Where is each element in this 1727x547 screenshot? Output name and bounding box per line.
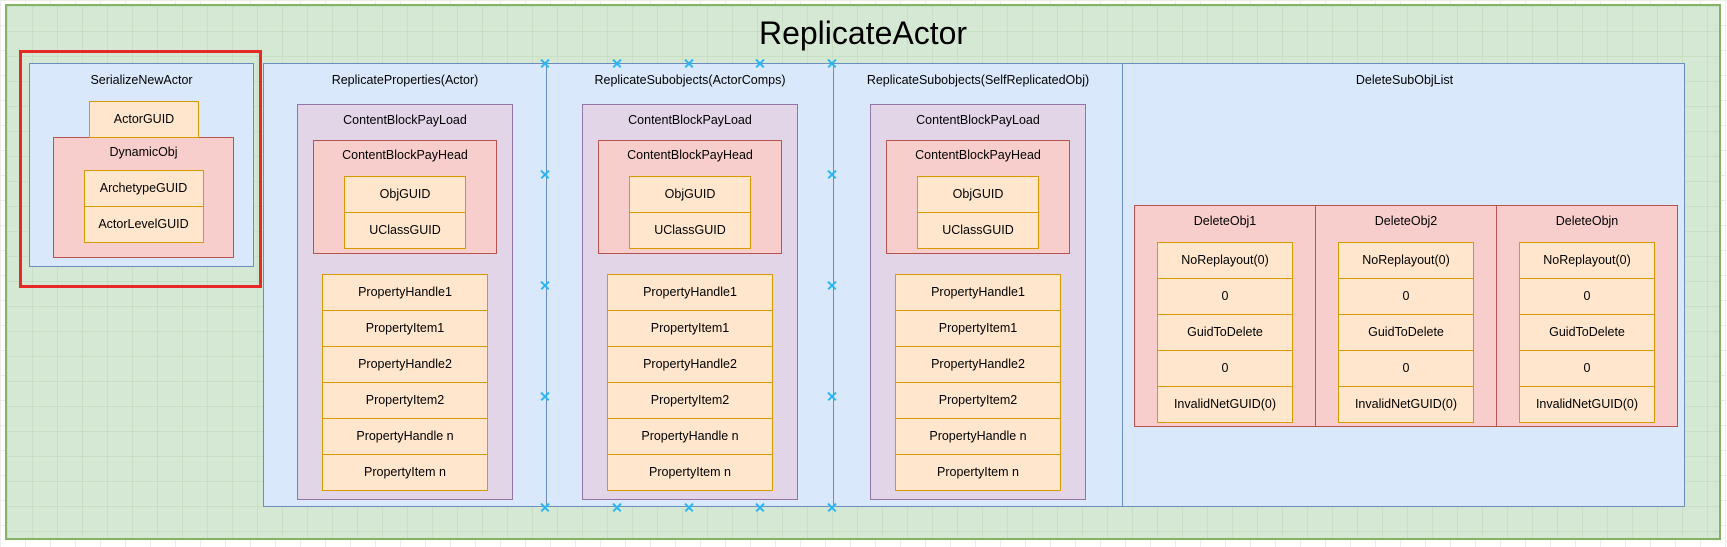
delete-obj-label: DeleteObjn bbox=[1555, 214, 1619, 228]
property-cell[interactable]: PropertyItem2 bbox=[607, 382, 773, 419]
content-block-payload-box[interactable]: ContentBlockPayLoad ContentBlockPayHead … bbox=[870, 104, 1086, 500]
property-cell[interactable]: PropertyItem n bbox=[895, 454, 1061, 491]
property-cell[interactable]: PropertyHandle1 bbox=[322, 274, 488, 311]
content-block-payload-label: ContentBlockPayLoad bbox=[628, 113, 752, 127]
delete-obj-cell[interactable]: 0 bbox=[1157, 278, 1293, 315]
property-cell[interactable]: PropertyHandle2 bbox=[322, 346, 488, 383]
content-block-payload-label: ContentBlockPayLoad bbox=[916, 113, 1040, 127]
archetype-guid-cell[interactable]: ArchetypeGUID bbox=[83, 170, 204, 207]
property-cell[interactable]: PropertyHandle n bbox=[322, 418, 488, 455]
property-cell[interactable]: PropertyItem1 bbox=[607, 310, 773, 347]
connection-cross-icon[interactable] bbox=[828, 59, 837, 68]
connection-cross-icon[interactable] bbox=[828, 392, 837, 401]
delete-obj-box[interactable]: DeleteObj1 NoReplayout(0) 0 GuidToDelete… bbox=[1134, 205, 1316, 427]
content-block-payhead-label: ContentBlockPayHead bbox=[342, 148, 468, 162]
connection-cross-icon[interactable] bbox=[613, 503, 622, 512]
property-cell[interactable]: PropertyHandle1 bbox=[607, 274, 773, 311]
obj-guid-cell[interactable]: ObjGUID bbox=[917, 176, 1039, 213]
property-cell[interactable]: PropertyItem n bbox=[607, 454, 773, 491]
replication-container[interactable]: ReplicateProperties(Actor) ContentBlockP… bbox=[263, 63, 1685, 507]
connection-cross-icon[interactable] bbox=[685, 503, 694, 512]
delete-obj-cell[interactable]: NoReplayout(0) bbox=[1338, 242, 1474, 279]
connection-cross-icon[interactable] bbox=[756, 503, 765, 512]
column-label: ReplicateSubobjects(ActorComps) bbox=[594, 73, 786, 87]
uclass-guid-cell[interactable]: UClassGUID bbox=[917, 212, 1039, 249]
obj-guid-cell[interactable]: ObjGUID bbox=[344, 176, 466, 213]
connection-cross-icon[interactable] bbox=[541, 59, 550, 68]
content-block-payhead-box[interactable]: ContentBlockPayHead ObjGUID UClassGUID bbox=[886, 140, 1070, 254]
property-cell[interactable]: PropertyHandle2 bbox=[895, 346, 1061, 383]
delete-sub-obj-list-box[interactable]: DeleteSubObjList DeleteObj1 NoReplayout(… bbox=[1122, 64, 1686, 506]
connection-cross-icon[interactable] bbox=[828, 170, 837, 179]
connection-cross-icon[interactable] bbox=[613, 59, 622, 68]
property-list: PropertyHandle1 PropertyItem1 PropertyHa… bbox=[871, 274, 1085, 491]
column-replicate-subobjects-actorcomps[interactable]: ReplicateSubobjects(ActorComps) ContentB… bbox=[546, 64, 833, 506]
uclass-guid-cell[interactable]: UClassGUID bbox=[344, 212, 466, 249]
delete-obj-cell[interactable]: 0 bbox=[1519, 350, 1655, 387]
column-label: ReplicateSubobjects(SelfReplicatedObj) bbox=[866, 73, 1090, 87]
content-block-payhead-box[interactable]: ContentBlockPayHead ObjGUID UClassGUID bbox=[598, 140, 782, 254]
content-block-payhead-label: ContentBlockPayHead bbox=[915, 148, 1041, 162]
column-replicate-properties-actor[interactable]: ReplicateProperties(Actor) ContentBlockP… bbox=[264, 64, 546, 506]
delete-obj-cell[interactable]: InvalidNetGUID(0) bbox=[1519, 386, 1655, 423]
property-cell[interactable]: PropertyHandle n bbox=[607, 418, 773, 455]
content-block-payhead-label: ContentBlockPayHead bbox=[627, 148, 753, 162]
property-cell[interactable]: PropertyItem2 bbox=[322, 382, 488, 419]
red-selection-rectangle[interactable] bbox=[19, 50, 262, 288]
delete-sub-obj-list-label: DeleteSubObjList bbox=[1355, 73, 1454, 87]
delete-obj-cell[interactable]: 0 bbox=[1338, 350, 1474, 387]
serialize-new-actor-label: SerializeNewActor bbox=[90, 73, 193, 87]
property-cell[interactable]: PropertyHandle1 bbox=[895, 274, 1061, 311]
property-cell[interactable]: PropertyHandle n bbox=[895, 418, 1061, 455]
connection-cross-icon[interactable] bbox=[541, 503, 550, 512]
connection-cross-icon[interactable] bbox=[541, 170, 550, 179]
uclass-guid-cell[interactable]: UClassGUID bbox=[629, 212, 751, 249]
column-label: ReplicateProperties(Actor) bbox=[331, 73, 479, 87]
dynamic-obj-label: DynamicObj bbox=[109, 145, 178, 159]
serialize-new-actor-box[interactable]: SerializeNewActor ActorGUID DynamicObj A… bbox=[29, 63, 254, 267]
content-block-payload-box[interactable]: ContentBlockPayLoad ContentBlockPayHead … bbox=[582, 104, 798, 500]
delete-obj-box[interactable]: DeleteObjn NoReplayout(0) 0 GuidToDelete… bbox=[1496, 205, 1678, 427]
delete-obj-cell[interactable]: 0 bbox=[1157, 350, 1293, 387]
actor-level-guid-cell[interactable]: ActorLevelGUID bbox=[83, 206, 204, 243]
content-block-payhead-box[interactable]: ContentBlockPayHead ObjGUID UClassGUID bbox=[313, 140, 497, 254]
delete-obj-cell[interactable]: InvalidNetGUID(0) bbox=[1157, 386, 1293, 423]
property-list: PropertyHandle1 PropertyItem1 PropertyHa… bbox=[298, 274, 512, 491]
connection-cross-icon[interactable] bbox=[756, 59, 765, 68]
connection-cross-icon[interactable] bbox=[541, 392, 550, 401]
delete-obj-cell[interactable]: 0 bbox=[1338, 278, 1474, 315]
connection-cross-icon[interactable] bbox=[541, 281, 550, 290]
delete-obj-label: DeleteObj1 bbox=[1193, 214, 1257, 228]
connection-cross-icon[interactable] bbox=[685, 59, 694, 68]
dynamic-obj-box[interactable]: DynamicObj ArchetypeGUID ActorLevelGUID bbox=[53, 137, 234, 258]
delete-obj-cell[interactable]: GuidToDelete bbox=[1338, 314, 1474, 351]
property-cell[interactable]: PropertyItem2 bbox=[895, 382, 1061, 419]
column-replicate-subobjects-selfreplicatedobj[interactable]: ReplicateSubobjects(SelfReplicatedObj) C… bbox=[833, 64, 1122, 506]
property-cell[interactable]: PropertyItem1 bbox=[322, 310, 488, 347]
delete-obj-cell[interactable]: GuidToDelete bbox=[1157, 314, 1293, 351]
delete-obj-cell[interactable]: InvalidNetGUID(0) bbox=[1338, 386, 1474, 423]
diagram-title: ReplicateActor bbox=[758, 15, 968, 51]
property-cell[interactable]: PropertyItem1 bbox=[895, 310, 1061, 347]
obj-guid-cell[interactable]: ObjGUID bbox=[629, 176, 751, 213]
connection-cross-icon[interactable] bbox=[828, 503, 837, 512]
content-block-payload-box[interactable]: ContentBlockPayLoad ContentBlockPayHead … bbox=[297, 104, 513, 500]
delete-obj-cell[interactable]: GuidToDelete bbox=[1519, 314, 1655, 351]
delete-obj-cell[interactable]: NoReplayout(0) bbox=[1519, 242, 1655, 279]
delete-obj-label: DeleteObj2 bbox=[1374, 214, 1438, 228]
property-cell[interactable]: PropertyHandle2 bbox=[607, 346, 773, 383]
connection-cross-icon[interactable] bbox=[828, 281, 837, 290]
property-cell[interactable]: PropertyItem n bbox=[322, 454, 488, 491]
property-list: PropertyHandle1 PropertyItem1 PropertyHa… bbox=[583, 274, 797, 491]
delete-obj-cell[interactable]: NoReplayout(0) bbox=[1157, 242, 1293, 279]
delete-obj-box[interactable]: DeleteObj2 NoReplayout(0) 0 GuidToDelete… bbox=[1315, 205, 1497, 427]
delete-obj-cell[interactable]: 0 bbox=[1519, 278, 1655, 315]
delete-obj-row: DeleteObj1 NoReplayout(0) 0 GuidToDelete… bbox=[1134, 205, 1678, 427]
actor-guid-cell[interactable]: ActorGUID bbox=[89, 101, 199, 138]
content-block-payload-label: ContentBlockPayLoad bbox=[343, 113, 467, 127]
